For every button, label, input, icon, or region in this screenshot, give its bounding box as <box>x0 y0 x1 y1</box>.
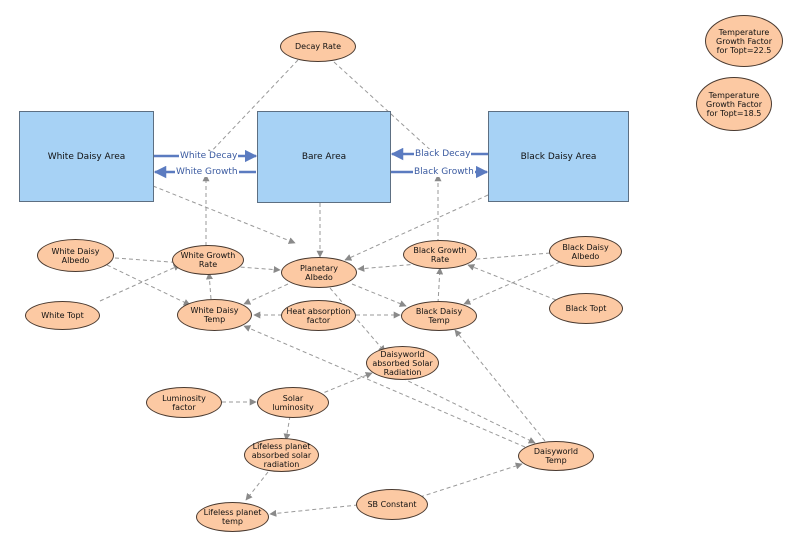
link-sb-constant-to-lifeless-temp <box>269 504 359 517</box>
bare-area-label: Bare Area <box>301 152 347 162</box>
link-black-topt-to-black-growth-rate <box>467 264 557 301</box>
heat-absorption-factor-label: Heat absorption factor <box>286 306 351 325</box>
tgf-topt-18-5-label: Temperature Growth Factor for Topt=18.5 <box>706 90 762 118</box>
link-black-area-to-planetary-albedo <box>344 194 489 261</box>
decay-rate-node[interactable]: Decay Rate <box>280 31 356 62</box>
black-daisy-area-label: Black Daisy Area <box>520 151 597 162</box>
planetary-albedo-node[interactable]: Planetary Albedo <box>281 257 357 288</box>
link-planetary-albedo-to-absorbed-radiation <box>329 287 386 353</box>
white-topt-node[interactable]: White Topt <box>25 301 100 330</box>
flow-white-growth-label[interactable]: White Growth <box>175 167 239 177</box>
sb-constant-node[interactable]: SB Constant <box>356 489 428 520</box>
sb-constant-label: SB Constant <box>367 500 417 509</box>
daisyworld-temp-node[interactable]: Daisyworld Temp <box>518 441 594 471</box>
white-daisy-temp-label: White Daisy Temp <box>190 306 239 324</box>
black-daisy-area-stock[interactable]: Black Daisy Area <box>488 111 629 202</box>
heat-absorption-factor-node[interactable]: Heat absorption factor <box>281 300 356 331</box>
black-growth-rate-label: Black Growth Rate <box>413 245 467 264</box>
tgf-topt-22-5-node[interactable]: Temperature Growth Factor for Topt=22.5 <box>705 15 783 67</box>
luminosity-factor-node[interactable]: Luminosity factor <box>146 387 222 418</box>
solar-luminosity-label: Solar luminosity <box>272 393 314 412</box>
black-topt-node[interactable]: Black Topt <box>549 293 623 324</box>
link-white-temp-to-white-growth-rate <box>205 272 213 300</box>
white-daisy-temp-node[interactable]: White Daisy Temp <box>177 299 252 331</box>
link-white-area-to-planetary-albedo <box>152 185 296 244</box>
black-daisy-albedo-node[interactable]: Black Daisy Albedo <box>549 236 622 267</box>
white-growth-rate-node[interactable]: White Growth Rate <box>172 245 244 275</box>
black-growth-rate-node[interactable]: Black Growth Rate <box>403 240 477 269</box>
white-daisy-area-stock[interactable]: White Daisy Area <box>19 111 154 202</box>
daisyworld-absorbed-solar-radiation-node[interactable]: Daisyworld absorbed Solar Radiation <box>366 346 439 380</box>
link-daisyworld-temp-to-white-temp <box>243 325 526 448</box>
link-daisyworld-temp-to-black-temp <box>454 329 546 442</box>
black-daisy-temp-label: Black Daisy Temp <box>415 307 463 325</box>
flow-black-decay-label[interactable]: Black Decay <box>414 149 472 159</box>
planetary-albedo-label: Planetary Albedo <box>299 263 338 282</box>
tgf-topt-22-5-label: Temperature Growth Factor for Topt=22.5 <box>716 27 772 55</box>
link-black-temp-to-black-growth-rate <box>436 267 444 304</box>
link-planetary-albedo-to-black-temp <box>351 283 407 307</box>
white-growth-rate-label: White Growth Rate <box>180 251 236 269</box>
link-white-albedo-to-white-temp <box>106 264 191 306</box>
lifeless-planet-temp-label: Lifeless planet temp <box>203 508 262 526</box>
white-daisy-albedo-node[interactable]: White Daisy Albedo <box>37 239 114 272</box>
link-solar-luminosity-to-lifeless-absorbed <box>283 415 291 441</box>
bare-area-stock[interactable]: Bare Area <box>257 111 391 203</box>
flow-black-growth-label[interactable]: Black Growth <box>413 167 475 177</box>
link-absorbed-radiation-to-daisyworld-temp <box>401 377 536 444</box>
white-daisy-albedo-label: White Daisy Albedo <box>51 246 100 265</box>
link-white-topt-to-white-growth-rate <box>99 264 181 302</box>
tgf-topt-18-5-node[interactable]: Temperature Growth Factor for Topt=18.5 <box>696 77 772 131</box>
daisyworld-temp-label: Daisyworld Temp <box>533 447 579 465</box>
link-decay-to-black-decay <box>333 61 438 157</box>
link-sb-constant-to-daisyworld-temp <box>419 462 523 498</box>
lifeless-planet-absorbed-solar-radiation-node[interactable]: Lifeless planet absorbed solar radiation <box>244 438 319 472</box>
white-daisy-area-label: White Daisy Area <box>47 151 126 162</box>
flow-white-decay-label[interactable]: White Decay <box>179 151 239 161</box>
link-planetary-albedo-to-white-temp <box>243 283 289 305</box>
lifeless-planet-temp-node[interactable]: Lifeless planet temp <box>196 502 269 532</box>
link-solar-luminosity-to-absorbed-radiation <box>317 372 373 396</box>
luminosity-factor-label: Luminosity factor <box>162 393 206 412</box>
link-decay-to-white-decay <box>206 59 299 157</box>
decay-rate-label: Decay Rate <box>294 42 341 51</box>
link-black-albedo-to-black-temp <box>463 261 561 305</box>
black-daisy-albedo-label: Black Daisy Albedo <box>562 242 609 261</box>
lifeless-planet-absorbed-solar-radiation-label: Lifeless planet absorbed solar radiation <box>251 441 312 469</box>
white-topt-label: White Topt <box>41 311 84 320</box>
black-daisy-temp-node[interactable]: Black Daisy Temp <box>401 301 477 331</box>
daisyworld-absorbed-solar-radiation-label: Daisyworld absorbed Solar Radiation <box>372 349 433 377</box>
link-lifeless-absorbed-to-lifeless-temp <box>245 471 269 501</box>
solar-luminosity-node[interactable]: Solar luminosity <box>257 387 329 418</box>
black-topt-label: Black Topt <box>565 304 607 313</box>
